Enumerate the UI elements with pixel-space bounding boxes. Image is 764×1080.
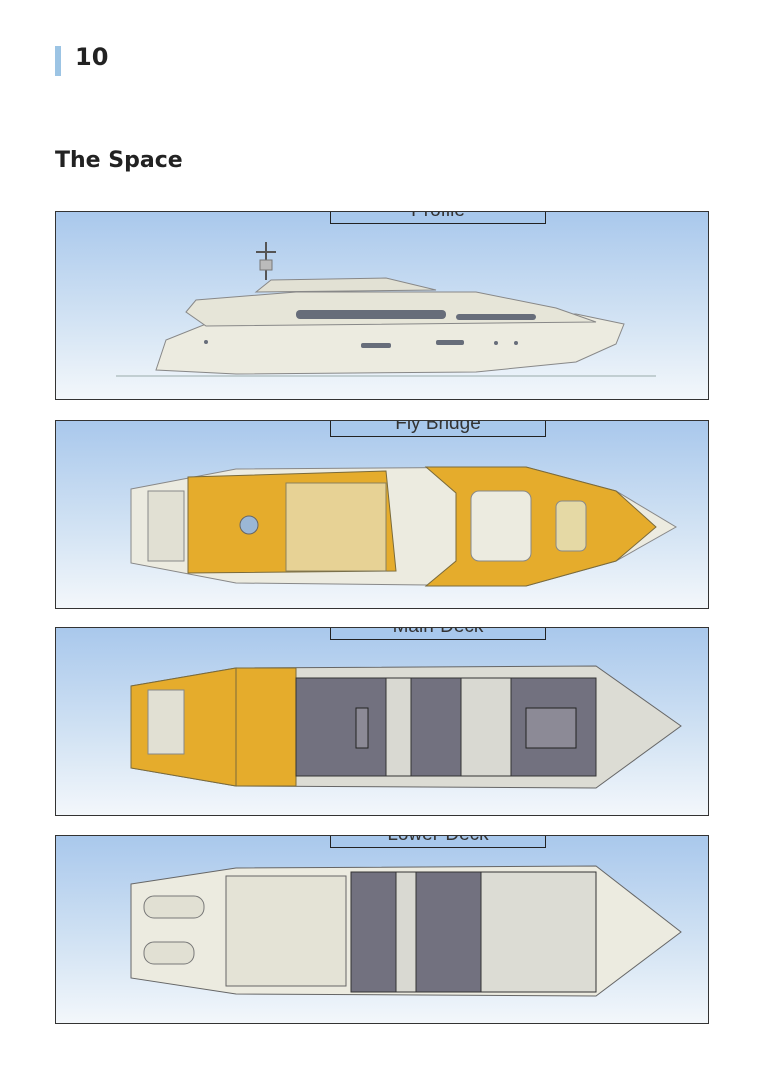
fly-bridge-panel: Fly Bridge	[55, 420, 709, 609]
profile-label: Profile	[330, 212, 546, 224]
page-marker	[55, 46, 61, 76]
fly-bridge-drawing	[130, 466, 677, 587]
page-number: 10	[75, 43, 109, 71]
main-deck-drawing	[130, 665, 682, 789]
main-deck-panel: Main-Deck	[55, 627, 709, 816]
profile-panel: Profile	[55, 211, 709, 400]
lower-deck-label: Lower-Deck	[330, 836, 546, 848]
lower-deck-drawing	[130, 865, 682, 997]
section-title: The Space	[55, 148, 183, 173]
yacht-profile-drawing	[116, 242, 656, 377]
fly-bridge-label: Fly Bridge	[330, 421, 546, 437]
main-deck-label: Main-Deck	[330, 628, 546, 640]
lower-deck-panel: Lower-Deck	[55, 835, 709, 1024]
